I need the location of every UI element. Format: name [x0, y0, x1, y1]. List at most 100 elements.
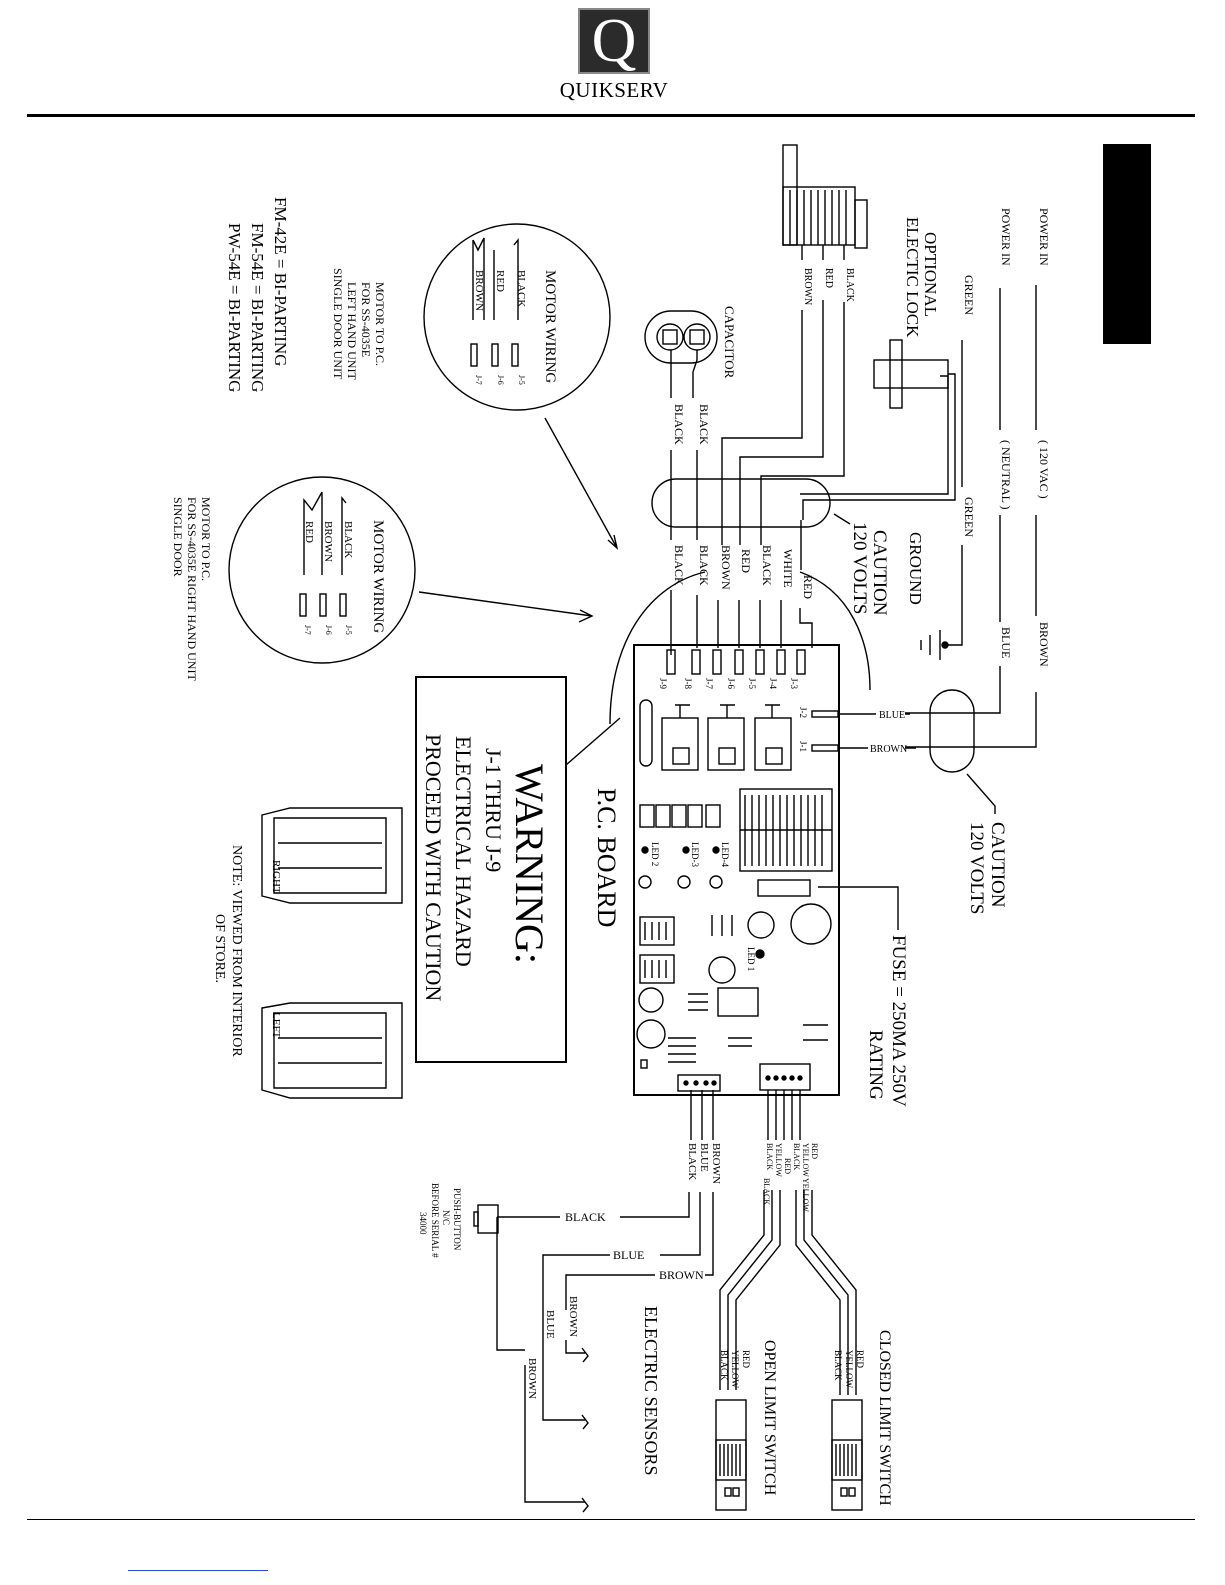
model-3: PW-54E = BI-PARTING — [225, 223, 244, 392]
motor-left-desc-2: FOR SS-4035E — [359, 282, 373, 357]
section-tab — [1103, 144, 1151, 344]
green-label-2: GREEN — [962, 497, 976, 537]
sensor-brown-label-2: BROWN — [567, 1296, 579, 1337]
pc-board-title: P.C. BOARD — [592, 788, 621, 927]
harness-wire-3: BROWN — [719, 545, 733, 590]
harness-wire-4: RED — [739, 549, 753, 573]
capacitor-wire-2: BLACK — [672, 404, 686, 445]
vac-label: ( 120 VAC ) — [1037, 440, 1051, 499]
open-switch-wire-3: BLACK — [719, 1350, 729, 1381]
footer-link-underline[interactable] — [128, 1570, 268, 1571]
motor-right-pin-3: J-7 — [303, 625, 312, 635]
led-1-label: LED 1 — [746, 947, 756, 971]
sensor-brown-label-3: BROWN — [526, 1358, 538, 1399]
motor-wires — [721, 300, 845, 545]
capacitor-icon — [644, 310, 718, 364]
motor-right-pin-2: J-6 — [324, 625, 333, 635]
motor-icon — [782, 144, 868, 260]
open-switch-wire-1: RED — [741, 1350, 751, 1369]
board-components — [636, 699, 833, 1092]
j2-wire-label: BLUE — [879, 710, 905, 721]
harness-wire-6: WHITE — [781, 549, 795, 588]
led-3-label: LED-3 — [690, 842, 700, 867]
lock-wire — [800, 373, 956, 520]
open-switch-bundle — [719, 1190, 781, 1390]
ground-node — [941, 641, 949, 649]
caution-top-line1: CAUTION — [869, 530, 890, 616]
conn-j2-pad — [811, 710, 839, 718]
green-label-1: GREEN — [962, 275, 976, 315]
motor-wiring-right-circle — [228, 476, 416, 664]
open-limit-switch-icon — [715, 1399, 747, 1511]
motor-left-wire-3: BROWN — [473, 270, 485, 311]
caution-ellipse-top — [651, 478, 831, 528]
warning-line3: PROCEED WITH CAUTION — [421, 734, 446, 1001]
limit-wire-a4: YELLOW — [774, 1143, 783, 1177]
pc-board — [633, 644, 840, 1096]
door-note-2: OF STORE. — [212, 914, 227, 983]
conn-j7: J-7 — [704, 678, 714, 689]
door-right-icon — [261, 807, 403, 904]
closed-switch-bundle — [795, 1190, 857, 1395]
warning-leader — [565, 717, 621, 766]
open-switch-wire-2: YELLOW — [730, 1350, 740, 1388]
harness-wires-lower — [670, 520, 813, 655]
capacitor-wire-1: BLACK — [697, 404, 711, 445]
sensor-header-wires — [690, 1090, 714, 1140]
limit-wire-a5: BLACK — [765, 1143, 774, 1170]
capacitor-leads — [670, 350, 698, 540]
limit-wire-a1: RED — [810, 1143, 819, 1159]
motor-left-wire-1: BLACK — [515, 270, 527, 307]
electric-lock-flange — [889, 339, 903, 409]
motor-left-arrow — [544, 417, 619, 550]
motor-wiring-left-circle — [423, 223, 611, 411]
sensor-wire-brown: BROWN — [710, 1143, 722, 1184]
motor-left-desc-3: LEFT HAND UNIT — [345, 282, 359, 380]
motor-right-title: MOTOR WIRING — [370, 520, 386, 633]
model-1: FM-42E = BI-PARTING — [271, 197, 290, 366]
capacitor-label: CAPACITOR — [722, 306, 737, 379]
caution-ellipse-right — [929, 689, 975, 773]
closed-limit-switch-icon — [831, 1399, 863, 1511]
push-button-line1: PUSH-BUTTON — [452, 1188, 462, 1251]
led-4-label: LED-4 — [720, 842, 730, 867]
limit-wire-b2: YELLOW — [801, 1178, 810, 1212]
sensor-wire-blue: BLUE — [698, 1143, 710, 1172]
board-arc-top — [609, 571, 871, 725]
motor-left-leads — [472, 237, 519, 320]
sensor-routes — [496, 1192, 714, 1503]
conn-j1-pad — [811, 744, 839, 752]
limit-wire-a2: YELLOW — [801, 1143, 810, 1177]
lock-title-1: OPTIONAL — [921, 232, 940, 317]
harness-wire-2: BLACK — [697, 545, 711, 586]
conn-j3: J-3 — [789, 678, 799, 689]
lock-wire-red: RED — [823, 268, 834, 288]
conn-j2: J-2 — [798, 707, 808, 718]
limit-header-wires — [767, 1090, 801, 1140]
neutral-label: ( NEUTRAL ) — [999, 440, 1013, 510]
model-2: FM-54E = BI-PARTING — [248, 223, 267, 392]
motor-left-desc-1: MOTOR TO P.C. — [373, 282, 387, 366]
sensor-brown-label: BROWN — [659, 1268, 704, 1282]
lock-title-2: ELECTIC LOCK — [903, 217, 922, 338]
harness-wire-5: BLACK — [760, 545, 774, 586]
motor-right-desc-1: MOTOR TO P.C. — [199, 497, 213, 581]
quikserv-logo: Q — [578, 7, 650, 75]
board-connectors — [666, 649, 806, 675]
closed-switch-wire-1: RED — [855, 1350, 865, 1369]
warning-line1: J-1 THRU J-9 — [481, 748, 506, 872]
ground-label: GROUND — [906, 532, 925, 605]
motor-right-wire-1: BLACK — [342, 521, 354, 558]
power-wire-blue — [905, 288, 1001, 714]
conn-j9: J-9 — [658, 678, 668, 689]
led-2-label: LED 2 — [650, 842, 660, 866]
warning-line2: ELECTRICAL HAZARD — [451, 736, 476, 967]
push-button-line3: BEFORE SERIAL # — [430, 1183, 440, 1258]
blue-power-label: BLUE — [999, 627, 1013, 658]
door-left-icon — [261, 1002, 403, 1099]
caution-right-line1: CAUTION — [987, 822, 1008, 908]
fuse-line1: FUSE = 250MA 250V — [888, 935, 909, 1107]
motor-right-wire-3: RED — [303, 521, 315, 543]
motor-right-desc-3: SINGLE DOOR — [171, 497, 185, 577]
